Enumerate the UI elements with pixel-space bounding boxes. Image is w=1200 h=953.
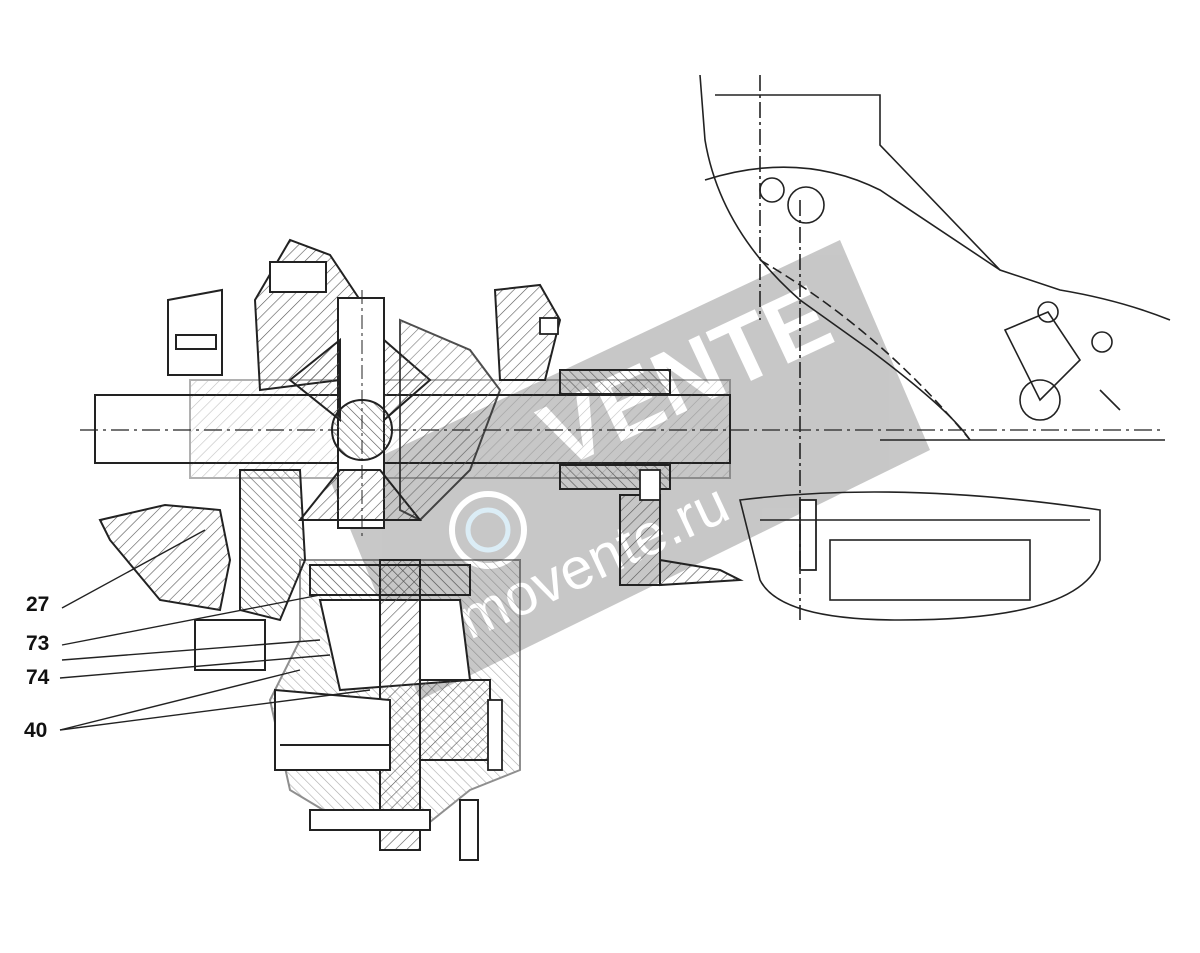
callout-74: 74 [26, 666, 50, 689]
pinion-assembly [194, 559, 521, 861]
callout-40: 40 [24, 719, 48, 742]
frame-and-brake [699, 74, 1171, 621]
callout-73: 73 [26, 632, 50, 655]
right-housing [399, 283, 744, 587]
callout-27: 27 [26, 593, 50, 616]
leader-lines [59, 529, 371, 731]
